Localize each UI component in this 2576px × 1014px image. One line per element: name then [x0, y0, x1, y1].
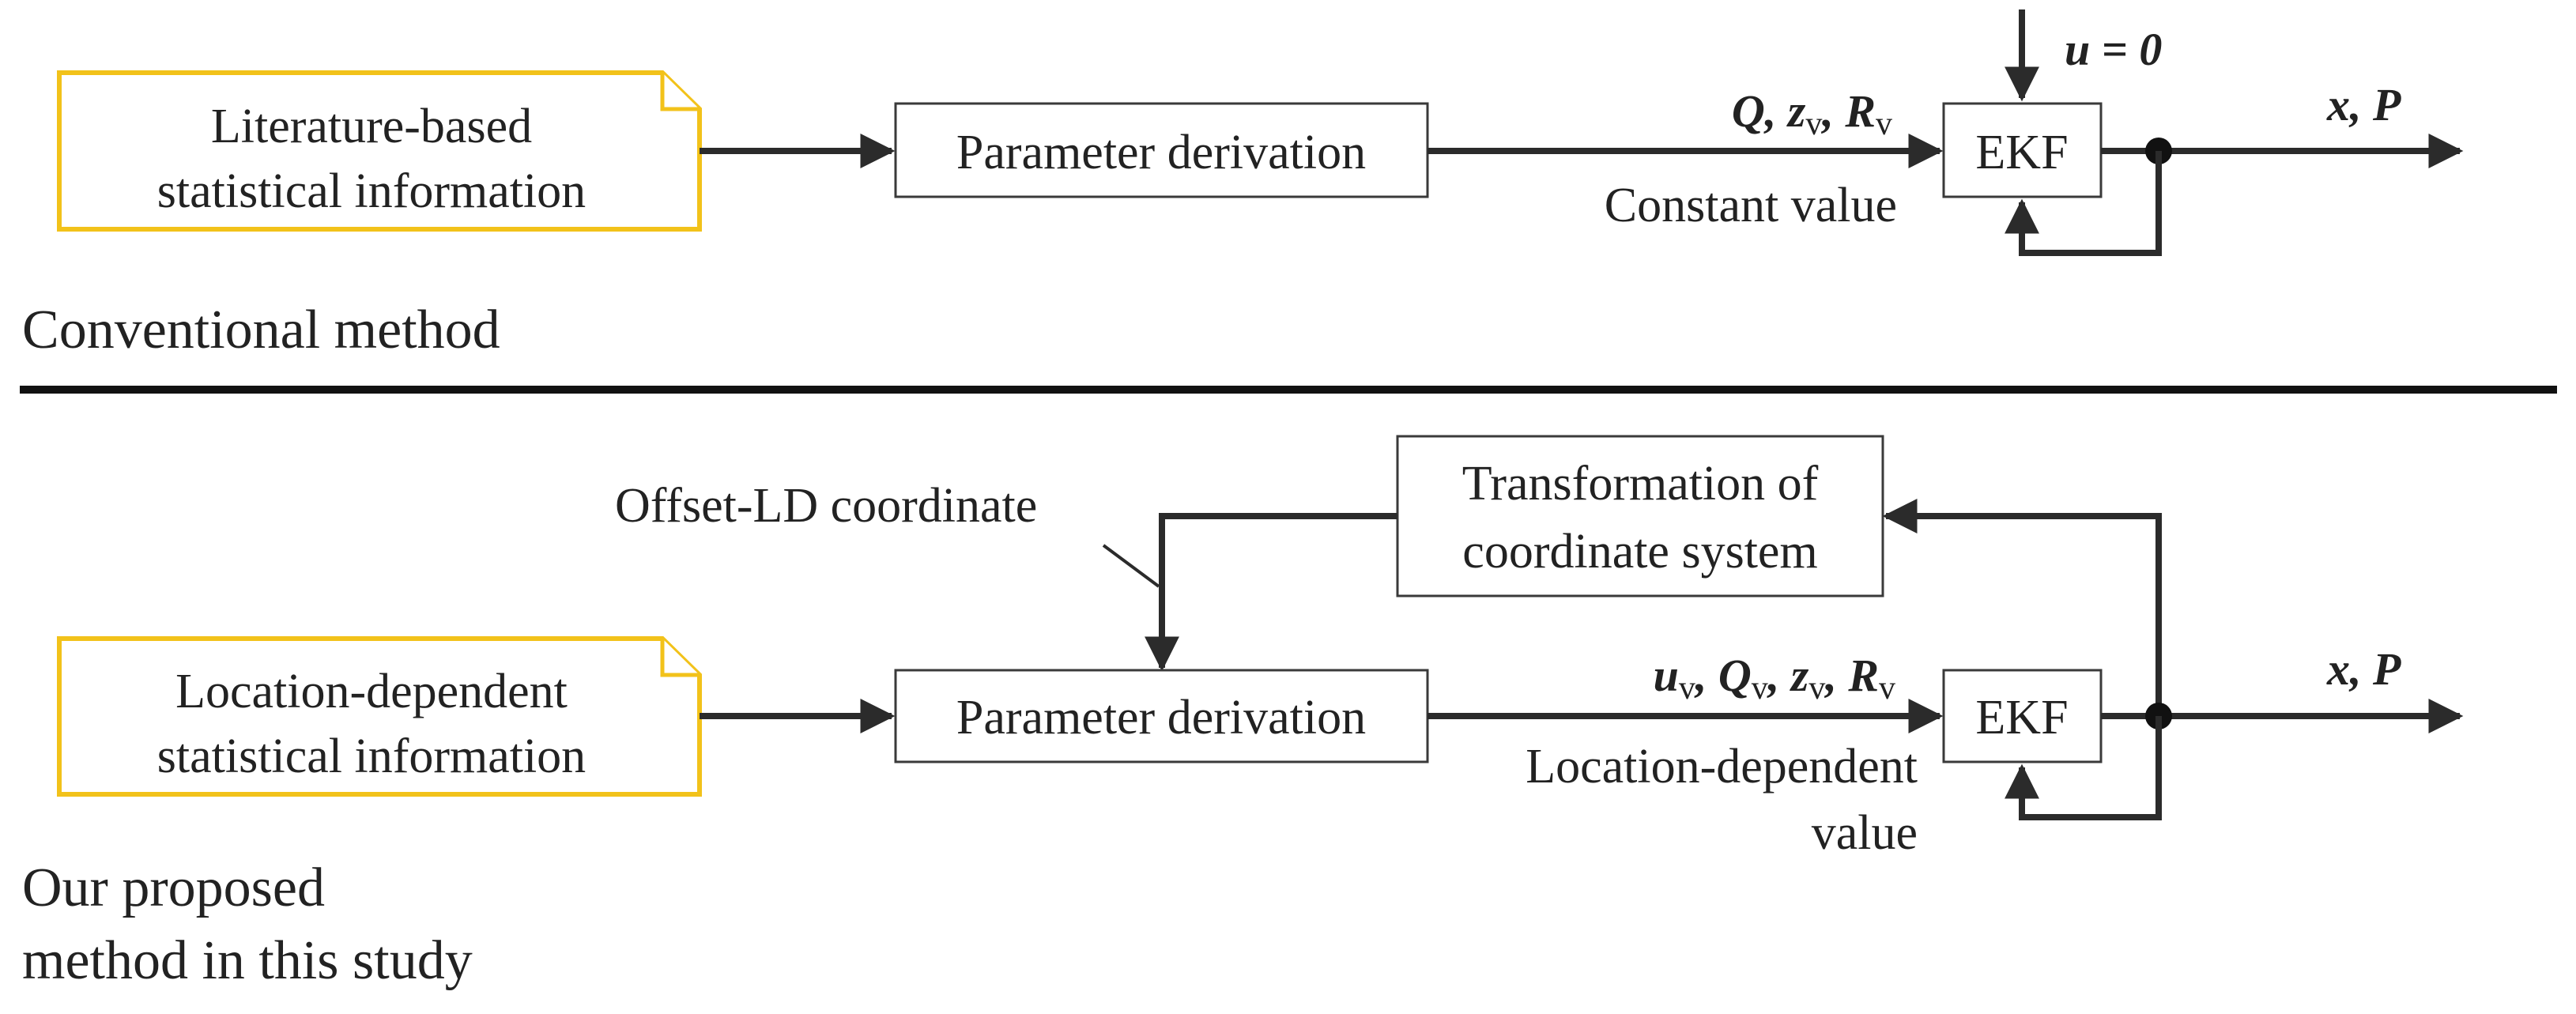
arrow-transformation-to-param: [1145, 513, 1397, 672]
location-dependent-value-line2: value: [1812, 806, 1918, 860]
constant-value-label: Constant value: [1605, 179, 1897, 232]
offset-ld-coordinate-label: Offset-LD coordinate: [615, 479, 1037, 533]
conventional-method-section: Literature-based statistical information…: [22, 9, 2464, 360]
param-derivation-box: Parameter derivation: [894, 102, 1429, 198]
location-info-note: Location-dependent statistical informati…: [57, 636, 702, 797]
transformation-line1: Transformation of: [1462, 457, 1819, 511]
conventional-output-label: x, P: [2326, 79, 2401, 130]
ekf-box-proposed: EKF: [1942, 669, 2103, 763]
literature-info-note: Literature-based statistical information: [57, 70, 702, 232]
feedback-loop-arrow: [2005, 151, 2162, 256]
proposed-edge-parameters: uv, Qv, zv, Rv: [1654, 650, 1895, 707]
transformation-box: Transformation of coordinate system: [1396, 435, 1884, 597]
literature-info-line2: statistical information: [157, 164, 586, 218]
ekf-box: EKF: [1942, 102, 2103, 198]
conventional-method-caption: Conventional method: [22, 300, 500, 360]
conventional-edge-parameters: Q, zv, Rv: [1732, 85, 1892, 142]
location-info-line2: statistical information: [157, 729, 586, 783]
proposed-output-label: x, P: [2326, 643, 2401, 695]
proposed-method-section: Transformation of coordinate system Offs…: [22, 435, 2464, 991]
offset-ld-leader-line: [1102, 544, 1160, 588]
input-u-equals-zero: u = 0: [2065, 24, 2162, 75]
transformation-line2: coordinate system: [1462, 525, 1817, 579]
arrow-to-transformation: [1882, 499, 2162, 716]
location-dependent-value-line1: Location-dependent: [1526, 740, 1918, 793]
proposed-method-caption-line1: Our proposed: [22, 858, 325, 918]
proposed-method-caption-line2: method in this study: [22, 930, 473, 991]
param-derivation-label-proposed: Parameter derivation: [956, 691, 1366, 744]
feedback-loop-arrow-proposed: [2005, 716, 2162, 820]
param-derivation-label: Parameter derivation: [956, 126, 1366, 179]
location-info-line1: Location-dependent: [175, 665, 568, 718]
literature-info-line1: Literature-based: [211, 100, 532, 153]
param-derivation-box-proposed: Parameter derivation: [894, 669, 1429, 763]
ekf-label-proposed: EKF: [1975, 691, 2068, 744]
ekf-label: EKF: [1975, 126, 2068, 179]
